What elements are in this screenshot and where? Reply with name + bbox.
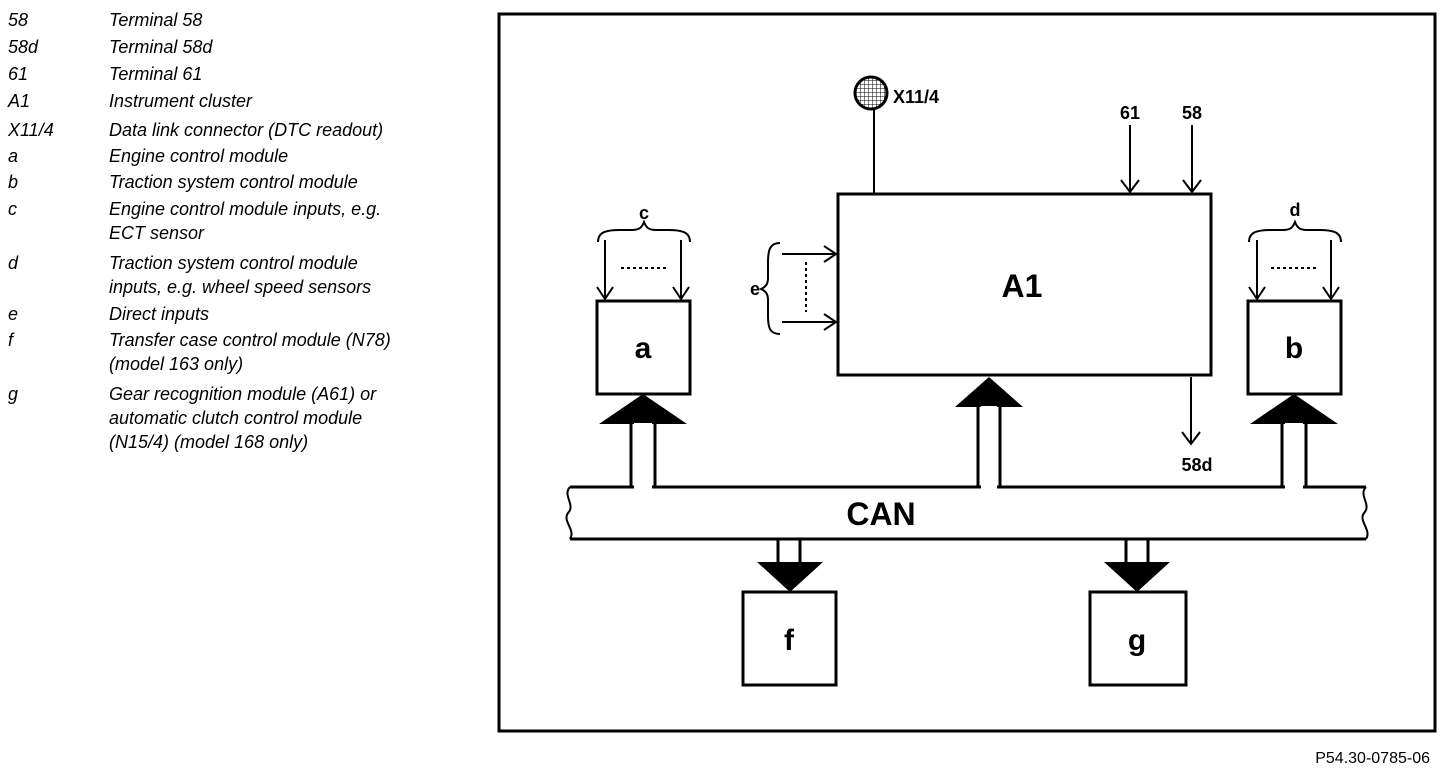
legend-item-c: c Engine control module inputs, e.g. ECT… bbox=[8, 197, 381, 245]
legend-key: 58d bbox=[8, 37, 39, 57]
legend-desc: Gear recognition module (A61) or automat… bbox=[109, 384, 377, 452]
legend-desc: Terminal 61 bbox=[109, 64, 203, 84]
module-f-label: f bbox=[784, 624, 795, 657]
legend-key: a bbox=[8, 146, 19, 166]
terminal-58-label: 58 bbox=[1182, 103, 1202, 123]
input-group-d: d bbox=[1248, 200, 1342, 301]
input-group-c: c bbox=[596, 203, 691, 301]
can-label: CAN bbox=[846, 496, 915, 532]
module-b-label: b bbox=[1285, 332, 1303, 365]
legend-item-b: b Traction system control module bbox=[8, 170, 358, 194]
legend-desc: Engine control module inputs, e.g. ECT s… bbox=[109, 199, 382, 243]
legend-item-a: a Engine control module bbox=[8, 144, 288, 168]
connector-icon bbox=[853, 75, 889, 111]
terminal-58d: 58d bbox=[1181, 377, 1213, 475]
legend-key: b bbox=[8, 172, 19, 192]
input-group-e: e bbox=[750, 242, 838, 335]
can-bus: CAN bbox=[565, 485, 1369, 541]
connector-label: X11/4 bbox=[893, 87, 939, 107]
legend-desc: Traction system control module inputs, e… bbox=[109, 253, 372, 297]
legend-key: 61 bbox=[8, 64, 29, 84]
diagram-frame bbox=[497, 12, 1437, 733]
legend-key: A1 bbox=[8, 91, 31, 111]
legend-desc: Data link connector (DTC readout) bbox=[109, 120, 384, 140]
legend-key: X11/4 bbox=[8, 120, 54, 140]
legend-key: e bbox=[8, 304, 19, 324]
terminal-61-label: 61 bbox=[1120, 103, 1140, 123]
module-f: f bbox=[741, 539, 838, 687]
legend-desc: Traction system control module bbox=[109, 172, 358, 192]
group-e-label: e bbox=[750, 279, 760, 299]
terminal-58d-label: 58d bbox=[1181, 455, 1212, 475]
module-a1: A1 bbox=[836, 192, 1213, 489]
module-a: a bbox=[595, 299, 692, 489]
terminal-58: 58 bbox=[1182, 103, 1202, 194]
module-b: b bbox=[1246, 299, 1343, 489]
group-d-label: d bbox=[1290, 200, 1301, 220]
legend-desc: Instrument cluster bbox=[109, 91, 253, 111]
module-a1-label: A1 bbox=[1002, 268, 1043, 304]
group-c-label: c bbox=[639, 203, 649, 223]
legend-item-e: e Direct inputs bbox=[8, 302, 209, 326]
legend-item-58d: 58d Terminal 58d bbox=[8, 35, 212, 59]
legend-key: f bbox=[8, 330, 14, 350]
legend-key: g bbox=[8, 384, 19, 404]
legend-desc: Direct inputs bbox=[109, 304, 210, 324]
legend-desc: Terminal 58d bbox=[109, 37, 213, 57]
legend-item-x11-4: X11/4 Data link connector (DTC readout) bbox=[8, 118, 383, 142]
legend-desc: Engine control module bbox=[109, 146, 289, 166]
legend-key: c bbox=[8, 199, 17, 219]
x11-4-connector: X11/4 bbox=[853, 75, 939, 194]
legend-desc: Transfer case control module (N78) (mode… bbox=[109, 330, 391, 374]
terminal-61: 61 bbox=[1120, 103, 1140, 194]
legend-desc: Terminal 58 bbox=[109, 10, 203, 30]
legend-key: d bbox=[8, 253, 19, 273]
legend-item-d: d Traction system control module inputs,… bbox=[8, 251, 371, 299]
legend-item-58: 58 Terminal 58 bbox=[8, 8, 202, 32]
legend-item-g: g Gear recognition module (A61) or autom… bbox=[8, 382, 376, 454]
legend-item-61: 61 Terminal 61 bbox=[8, 62, 202, 86]
legend-item-f: f Transfer case control module (N78) (mo… bbox=[8, 328, 391, 376]
legend-item-a1: A1 Instrument cluster bbox=[8, 89, 252, 113]
figure-id: P54.30-0785-06 bbox=[1315, 750, 1430, 767]
legend-key: 58 bbox=[8, 10, 29, 30]
module-g-label: g bbox=[1128, 624, 1146, 657]
module-a-label: a bbox=[635, 332, 652, 365]
module-g: g bbox=[1088, 539, 1188, 687]
